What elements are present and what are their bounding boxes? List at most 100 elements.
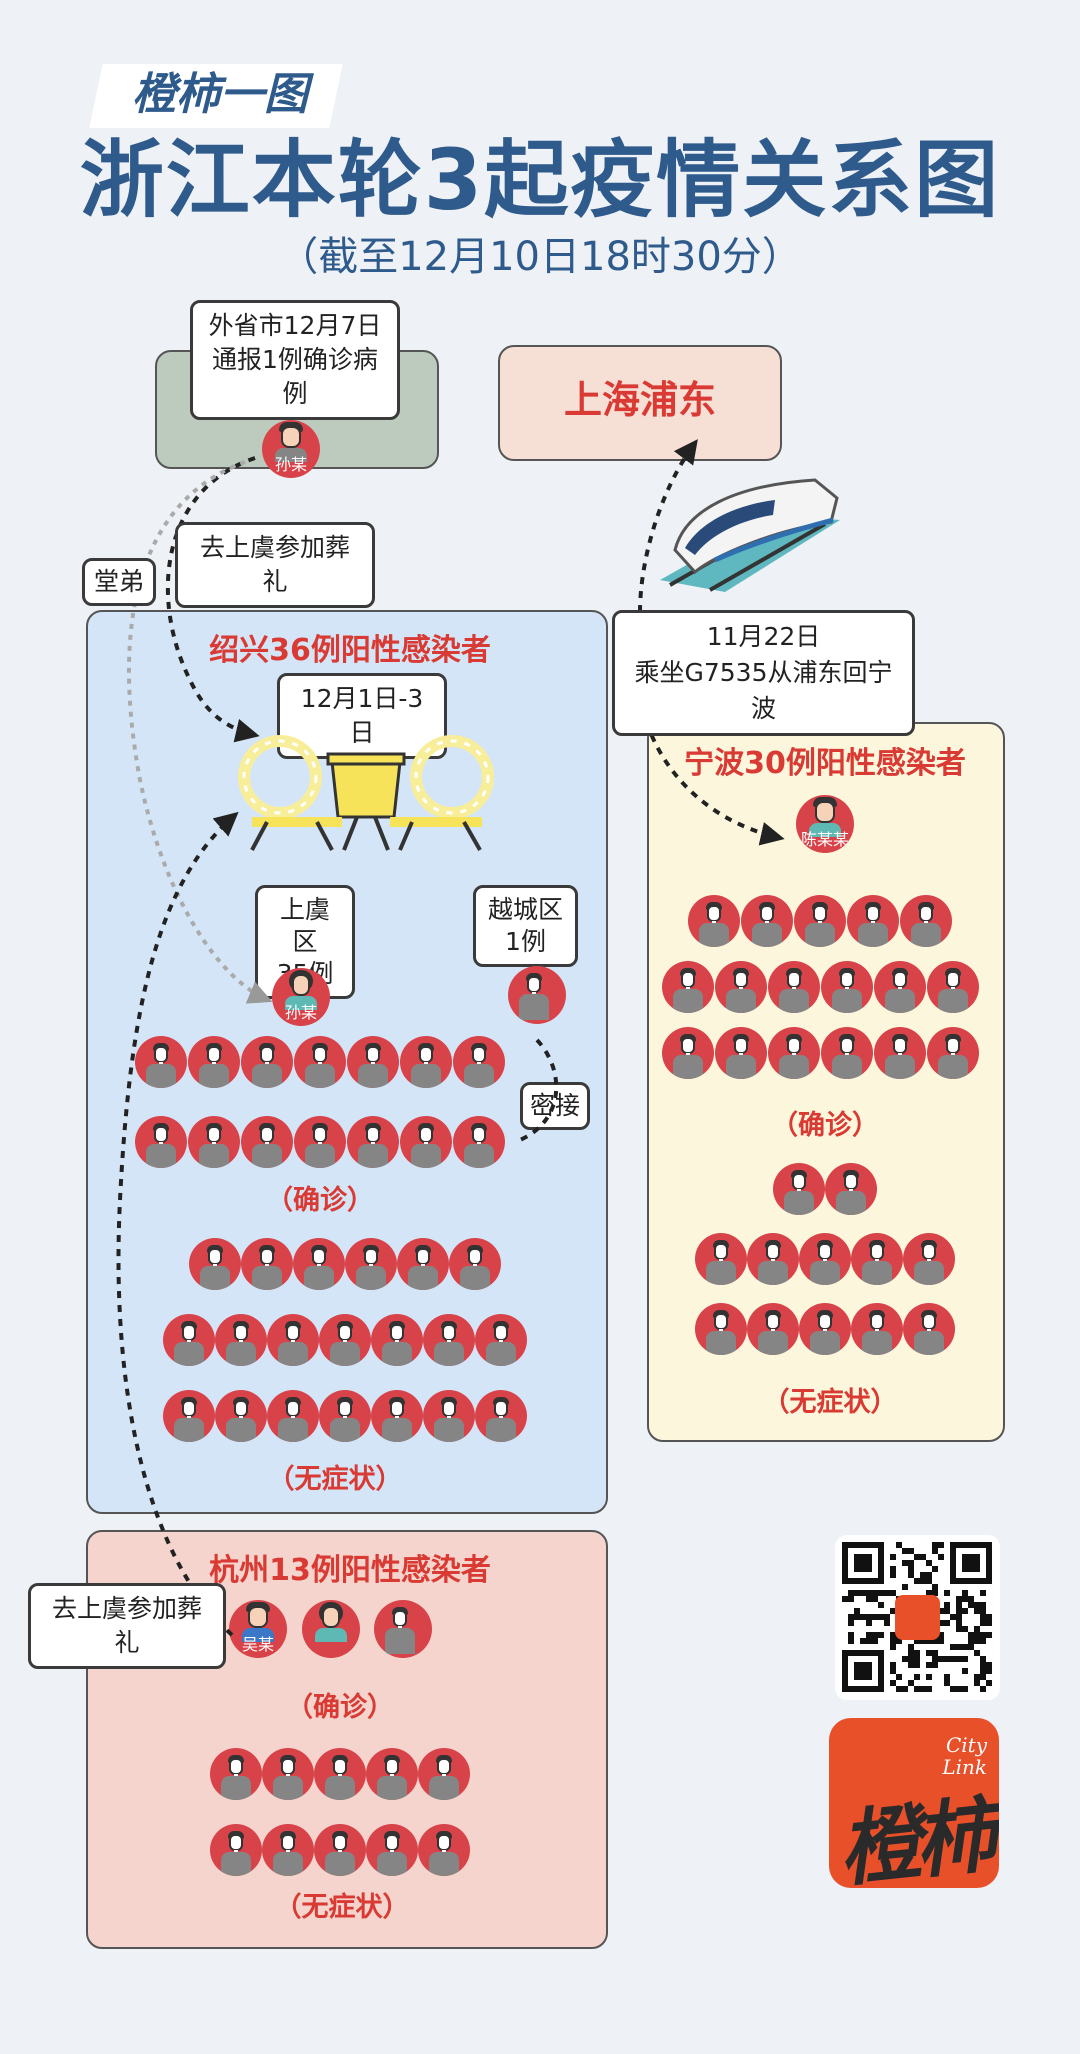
person-figure — [903, 1233, 955, 1285]
person-figure — [475, 1390, 527, 1442]
person-figure — [210, 1824, 262, 1876]
logo-city: City — [945, 1733, 987, 1757]
shaoxing-title: 绍兴36例阳性感染者 — [209, 633, 491, 668]
logo-script: 橙柿 — [834, 1788, 996, 1888]
person-figure — [188, 1036, 240, 1088]
person-figure — [820, 961, 873, 1013]
person-figure — [262, 1748, 314, 1800]
ningbo-title: 宁波30例阳性感染者 — [684, 746, 966, 781]
page-title: 浙江本轮3起疫情关系图 — [79, 131, 1001, 229]
person-figure — [820, 1027, 873, 1079]
train-route-label: 11月22日 乘坐G7535从浦东回宁波 — [612, 610, 915, 736]
shanghai-pudong-label: 上海浦东 — [563, 378, 716, 422]
funeral-wreath-icon — [238, 735, 494, 851]
person-figure — [319, 1314, 371, 1366]
qr-code — [835, 1535, 1000, 1700]
person-figure — [714, 1027, 767, 1079]
person-figure — [366, 1748, 418, 1800]
page-subtitle: （截至12月10日18时30分） — [278, 234, 802, 280]
shaoxing-confirmed-label: （确诊） — [266, 1185, 374, 1216]
person-figure — [347, 1036, 399, 1088]
person-figure — [371, 1314, 423, 1366]
person-figure — [799, 1233, 851, 1285]
person-figure — [314, 1824, 366, 1876]
ningbo-person-chen: 陈某某 — [796, 795, 854, 853]
person-figure — [661, 961, 714, 1013]
person-figure — [688, 895, 740, 947]
hangzhou-title: 杭州13例阳性感染者 — [209, 1553, 491, 1588]
person-figure — [294, 1116, 346, 1168]
person-figure — [767, 1027, 820, 1079]
person-figure — [371, 1390, 423, 1442]
person-figure — [423, 1314, 475, 1366]
person-figure — [241, 1238, 293, 1290]
person-figure — [400, 1036, 452, 1088]
close-contact-label: 密接 — [520, 1082, 590, 1130]
person-figure — [294, 1036, 346, 1088]
person-figure — [773, 1163, 825, 1215]
ningbo-asymptomatic-label: （无症状） — [762, 1387, 898, 1418]
person-figure — [163, 1390, 215, 1442]
person-figure — [241, 1036, 293, 1088]
person-figure — [163, 1314, 215, 1366]
person-figure — [799, 1303, 851, 1355]
person-figure — [847, 895, 899, 947]
person-figure — [695, 1303, 747, 1355]
person-figure — [714, 961, 767, 1013]
person-figure — [293, 1238, 345, 1290]
person-figure — [423, 1390, 475, 1442]
person-figure — [189, 1238, 241, 1290]
person-figure — [825, 1163, 877, 1215]
train-icon — [660, 478, 840, 592]
person-figure — [366, 1824, 418, 1876]
shaoxing-person-sun: 孙某 — [272, 968, 330, 1026]
person-figure — [135, 1116, 187, 1168]
person-figure — [661, 1027, 714, 1079]
person-figure — [400, 1116, 452, 1168]
yuecheng-label: 越城区 1例 — [473, 885, 578, 967]
person-figure — [475, 1314, 527, 1366]
person-figure — [314, 1748, 366, 1800]
person-figure — [794, 895, 846, 947]
hangzhou-asymptomatic-label: （无症状） — [274, 1892, 410, 1923]
person-figure — [695, 1233, 747, 1285]
hangzhou-person-male — [374, 1600, 432, 1658]
person-figure — [188, 1116, 240, 1168]
person-figure — [453, 1036, 505, 1088]
person-figure — [397, 1238, 449, 1290]
ningbo-confirmed-label: （确诊） — [771, 1110, 879, 1141]
person-figure — [345, 1238, 397, 1290]
funeral-trip-label-bottom: 去上虞参加葬礼 — [28, 1583, 226, 1669]
hangzhou-confirmed-label: （确诊） — [286, 1692, 394, 1723]
person-figure — [418, 1748, 470, 1800]
person-figure — [741, 895, 793, 947]
person-figure — [215, 1390, 267, 1442]
cousin-label: 堂弟 — [82, 558, 156, 606]
logo-link: Link — [942, 1755, 987, 1779]
person-figure — [926, 1027, 979, 1079]
person-figure — [767, 961, 820, 1013]
person-figure — [347, 1116, 399, 1168]
person-figure — [241, 1116, 293, 1168]
shaoxing-asymptomatic-label: （无症状） — [267, 1464, 403, 1495]
person-figure — [135, 1036, 187, 1088]
person-figure — [747, 1303, 799, 1355]
person-figure — [747, 1233, 799, 1285]
person-figure — [267, 1314, 319, 1366]
source-person-sun: 孙某 — [262, 420, 320, 478]
person-figure — [418, 1824, 470, 1876]
person-figure — [262, 1824, 314, 1876]
person-figure — [926, 961, 979, 1013]
shanghai-pudong-panel — [498, 345, 782, 461]
source-note: 外省市12月7日 通报1例确诊病例 — [190, 300, 400, 420]
person-figure — [319, 1390, 371, 1442]
person-figure — [210, 1748, 262, 1800]
yuecheng-person — [508, 966, 566, 1024]
hangzhou-person-female — [302, 1600, 360, 1658]
person-figure — [851, 1303, 903, 1355]
funeral-trip-label-top: 去上虞参加葬礼 — [175, 522, 375, 608]
person-figure — [903, 1303, 955, 1355]
hangzhou-person-wu: 吴某 — [229, 1600, 287, 1658]
